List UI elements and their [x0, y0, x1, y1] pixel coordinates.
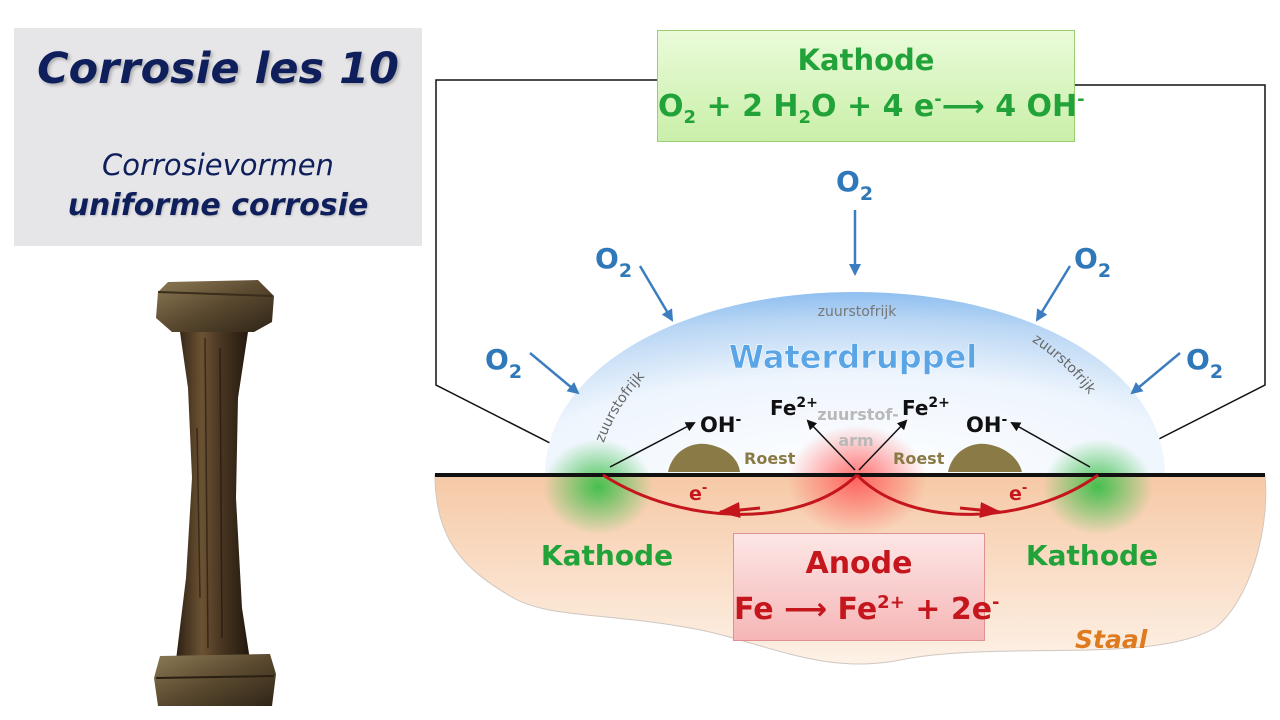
o2-arrow-lower-left — [529, 352, 580, 395]
electron-flow-right — [855, 473, 1099, 516]
o2-label-lower-right: O2 — [1186, 343, 1223, 383]
o2-label-top: O2 — [836, 165, 873, 205]
cathode-equation: O2 + 2 H2O + 4 e-⟶ 4 OH- — [658, 89, 1085, 128]
right-wire — [1075, 84, 1266, 471]
fe-arrow-left — [806, 419, 856, 471]
subtitle-corrosion-forms: Corrosievormen — [102, 148, 334, 182]
subtitle-uniform-corrosion: uniforme corrosie — [67, 188, 369, 223]
hydroxide-label-left: OH- — [700, 412, 741, 437]
o2-label-upper-right: O2 — [1074, 242, 1111, 282]
left-wire — [435, 79, 657, 471]
electron-label-left: e- — [689, 481, 707, 505]
steel-label: Staal — [1075, 625, 1148, 654]
oxygen-poor-line1: zuurstof- — [817, 405, 898, 424]
o2-arrow-lower-right — [1130, 352, 1181, 395]
anode-equation: Fe ⟶ Fe2+ + 2e- — [734, 592, 1000, 627]
anode-box-title: Anode — [805, 546, 913, 581]
fe-ion-label-left: Fe2+ — [770, 395, 818, 420]
oh-arrow-left — [609, 422, 696, 468]
cathode-box-title: Kathode — [797, 43, 935, 77]
oxygen-rich-top: zuurstofrijk — [818, 304, 898, 320]
rust-label-left: Roest — [744, 449, 796, 468]
anode-glow — [787, 425, 927, 535]
water-droplet — [545, 292, 1165, 475]
oh-arrow-right — [1010, 422, 1091, 468]
rust-label-right: Roest — [893, 449, 945, 468]
rusty-bolt-image — [154, 280, 276, 706]
o2-label-lower-left: O2 — [485, 343, 522, 383]
fe-ion-label-right: Fe2+ — [902, 395, 950, 420]
electron-label-right: e- — [1009, 481, 1027, 505]
droplet-label: Waterdruppel — [729, 338, 977, 376]
o2-label-upper-left: O2 — [595, 242, 632, 282]
o2-arrow-upper-right — [1035, 265, 1072, 322]
o2-arrow-upper-left — [638, 265, 674, 322]
reaction-arrow-icon: ⟶ — [784, 592, 828, 627]
rust-deposit-left — [668, 443, 740, 472]
cathode-label-left: Kathode — [541, 539, 673, 572]
title-panel: Corrosie les 10 Corrosievormen uniforme … — [14, 28, 422, 246]
cathode-reaction-box: Kathode O2 + 2 H2O + 4 e-⟶ 4 OH- — [657, 30, 1085, 142]
cathode-glow-right — [1043, 439, 1153, 535]
hydroxide-label-right: OH- — [966, 412, 1007, 437]
cathode-glow-left — [543, 439, 653, 535]
cathode-label-right: Kathode — [1026, 539, 1158, 572]
oxygen-poor-line2: arm — [838, 431, 873, 450]
fe-arrow-right — [858, 419, 908, 471]
anode-reaction-box: Anode Fe ⟶ Fe2+ + 2e- — [733, 533, 1000, 641]
reaction-arrow-icon: ⟶ — [941, 89, 985, 124]
rust-deposit-right — [948, 443, 1022, 472]
lesson-title: Corrosie les 10 — [37, 44, 399, 94]
